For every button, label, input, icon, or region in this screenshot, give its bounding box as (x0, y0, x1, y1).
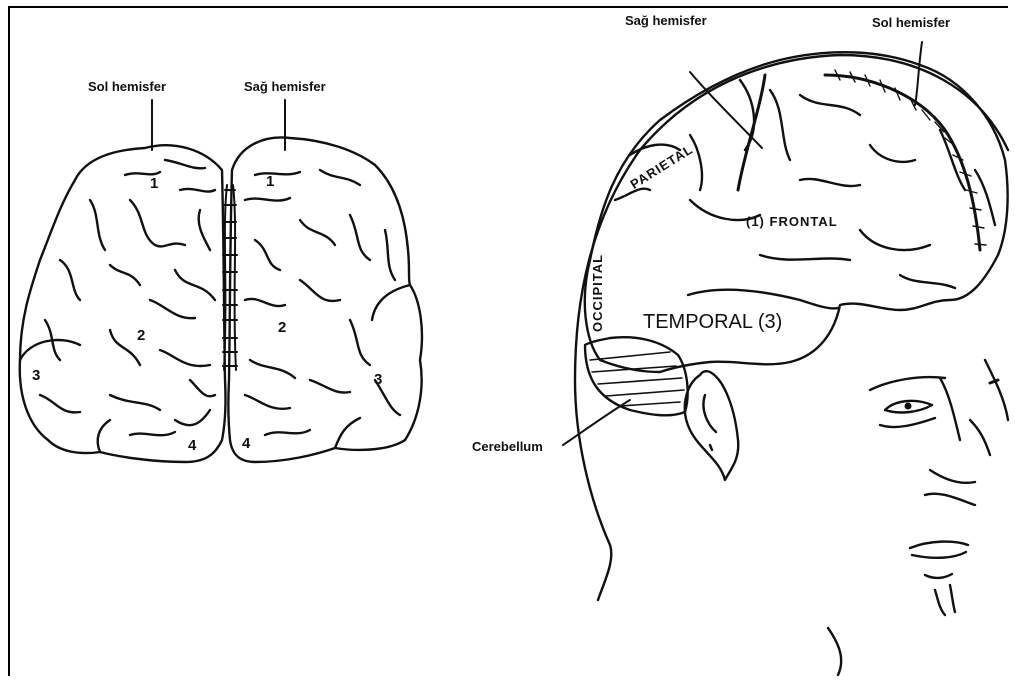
lobe-number-2-left: 2 (137, 328, 145, 343)
lobe-number-1-right: 1 (266, 174, 274, 189)
side-view-head (563, 42, 1008, 675)
right-hemisphere-label: Sağ hemisfer (244, 80, 326, 93)
side-right-hemisphere-label: Sağ hemisfer (625, 14, 707, 27)
lobe-number-2-right: 2 (278, 320, 286, 335)
left-hemisphere-label: Sol hemisfer (88, 80, 166, 93)
lobe-number-1-left: 1 (150, 176, 158, 191)
lobe-number-3-right: 3 (374, 372, 382, 387)
frontal-label: (1) FRONTAL (746, 215, 838, 228)
lobe-number-4-left: 4 (188, 438, 196, 453)
lobe-number-3-left: 3 (32, 368, 40, 383)
temporal-label: TEMPORAL (3) (643, 312, 782, 332)
top-view-brain (20, 137, 422, 462)
occipital-label: OCCIPITAL (591, 254, 604, 332)
cerebellum-label: Cerebellum (472, 440, 543, 453)
lobe-number-4-right: 4 (242, 436, 250, 451)
side-left-hemisphere-label: Sol hemisfer (872, 16, 950, 29)
